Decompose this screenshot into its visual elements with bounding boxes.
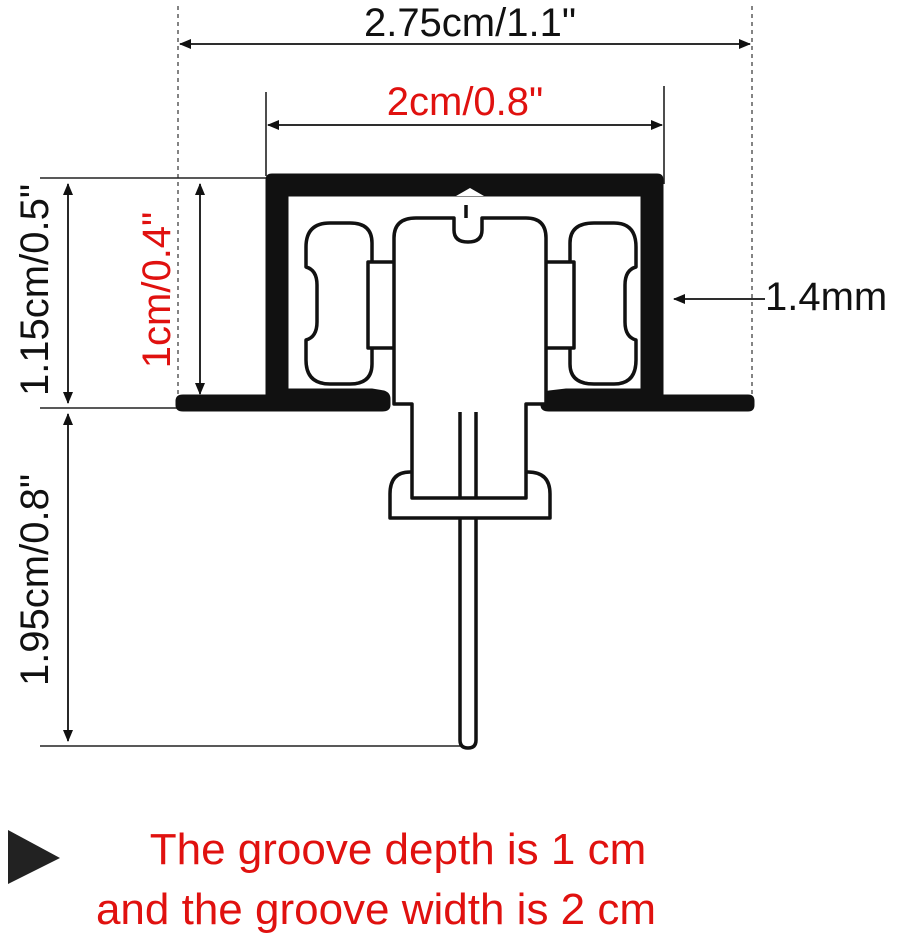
right-axle bbox=[542, 260, 576, 350]
total-height-label: 1.15cm/0.5" bbox=[13, 184, 57, 396]
play-triangle-icon bbox=[8, 830, 60, 884]
outer-width-label: 2.75cm/1.1" bbox=[364, 1, 576, 45]
right-wheel bbox=[568, 221, 638, 386]
extension-guides bbox=[177, 6, 753, 402]
extension-lines bbox=[40, 86, 665, 747]
hanger-length-label: 1.95cm/0.8" bbox=[13, 474, 57, 686]
wall-thickness-label: 1.4mm bbox=[765, 275, 887, 319]
trolley bbox=[304, 205, 638, 750]
left-wheel bbox=[304, 221, 374, 386]
dimension-arrows bbox=[63, 39, 765, 742]
caption-line-2: and the groove width is 2 cm bbox=[96, 885, 656, 934]
groove-depth-label: 1cm/0.4" bbox=[135, 212, 179, 368]
track-profile bbox=[175, 173, 755, 412]
groove-width-label: 2cm/0.8" bbox=[387, 80, 543, 124]
caption-line-1: The groove depth is 1 cm bbox=[150, 825, 646, 874]
trolley-body bbox=[392, 216, 548, 500]
